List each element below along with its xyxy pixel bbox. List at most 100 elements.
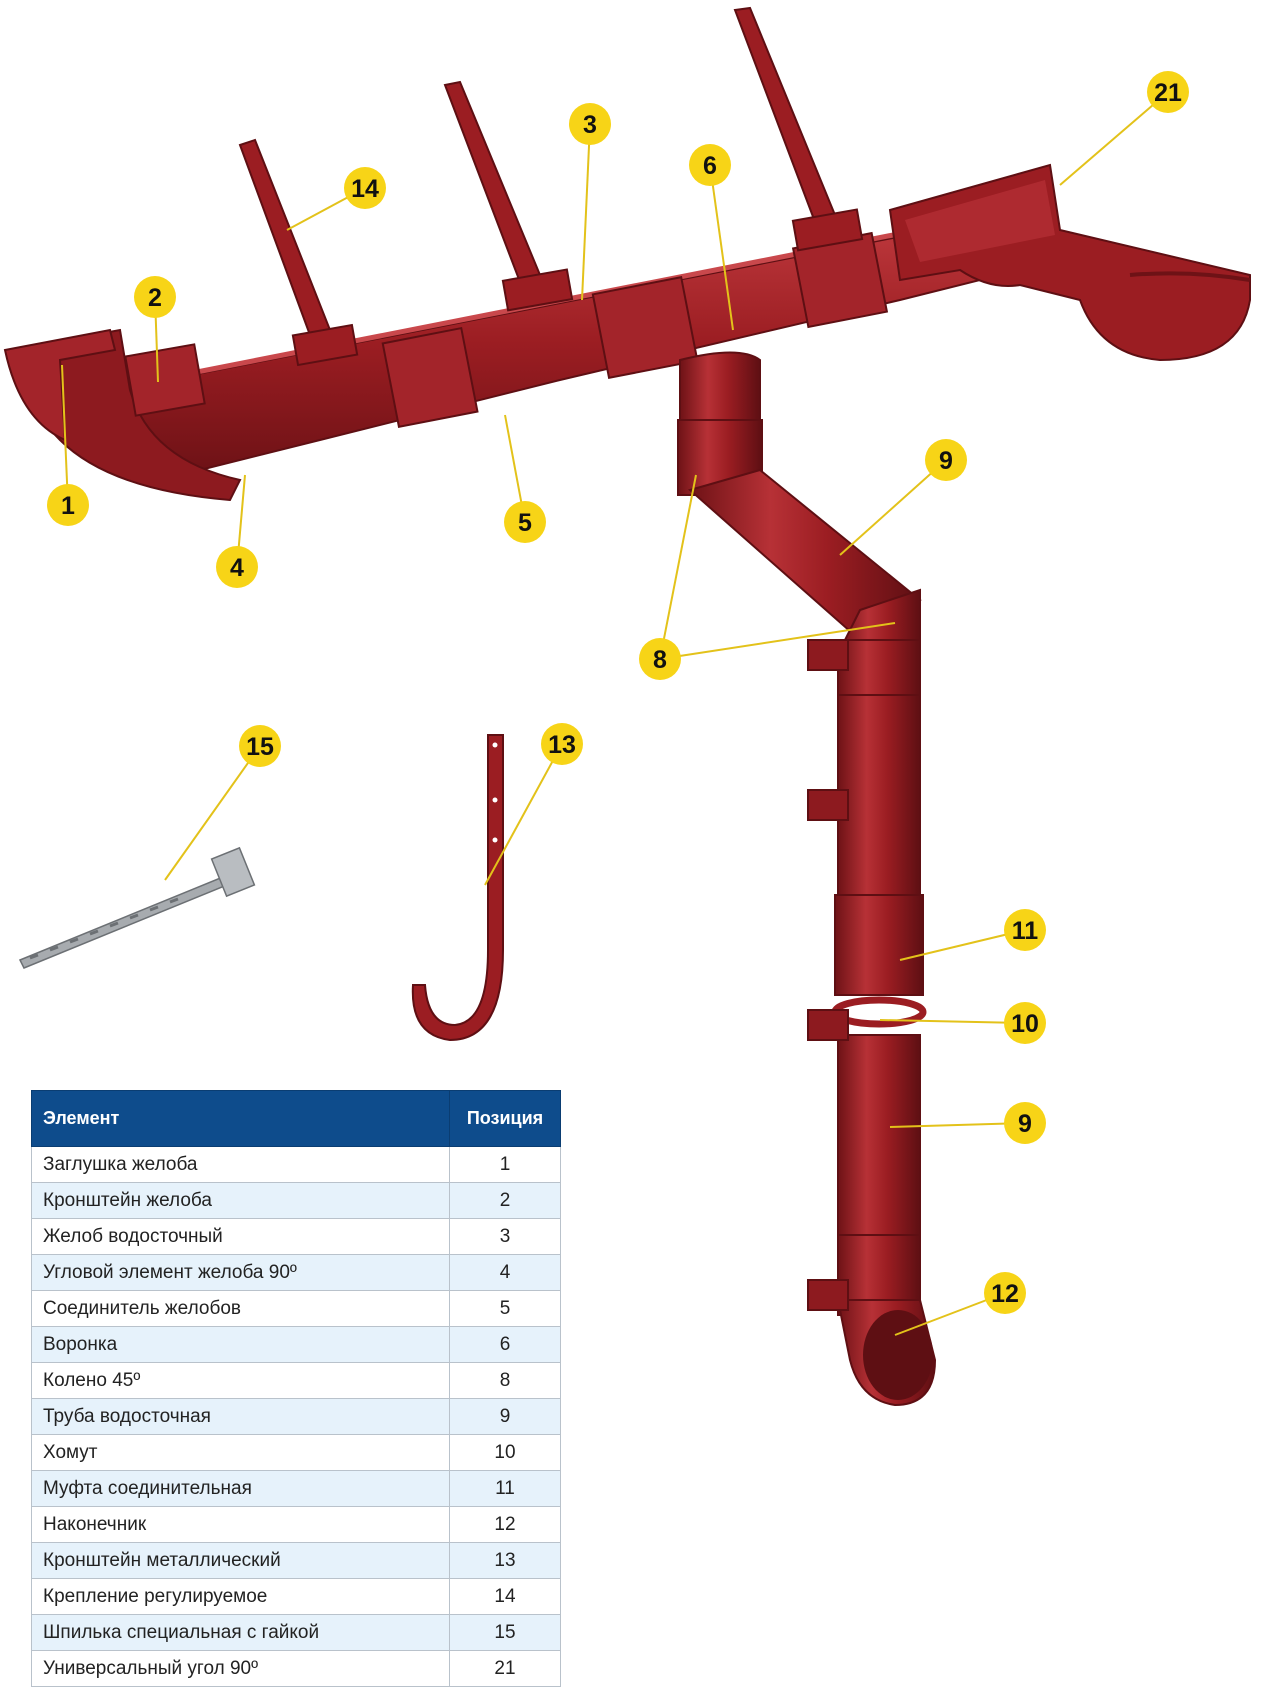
svg-text:15: 15 bbox=[246, 733, 274, 761]
callout-10: 10 bbox=[1004, 1002, 1046, 1044]
gutter-connector bbox=[591, 276, 699, 379]
gutter-end-rim bbox=[1129, 271, 1251, 282]
svg-text:14: 14 bbox=[351, 175, 379, 203]
universal-corner-inner bbox=[905, 180, 1055, 262]
coupling bbox=[834, 894, 924, 996]
adjustable-bracket bbox=[733, 6, 837, 224]
callout-2: 2 bbox=[134, 276, 176, 318]
gutter-end-cap bbox=[3, 328, 117, 442]
svg-text:10: 10 bbox=[1011, 1010, 1039, 1038]
cell-position: 5 bbox=[449, 1290, 561, 1327]
cell-element: Муфта соединительная bbox=[31, 1470, 450, 1507]
cell-position: 15 bbox=[449, 1614, 561, 1651]
adjustable-bracket bbox=[443, 80, 542, 284]
callout-15: 15 bbox=[239, 725, 281, 767]
svg-text:9: 9 bbox=[939, 447, 953, 475]
cell-position: 3 bbox=[449, 1218, 561, 1255]
metal-bracket-hole bbox=[492, 837, 498, 843]
gutter-connector bbox=[381, 326, 479, 429]
outlet-opening bbox=[863, 1310, 933, 1400]
stud-nut bbox=[210, 846, 256, 898]
metal-bracket bbox=[411, 734, 504, 1042]
adjustable-bracket bbox=[238, 138, 332, 337]
cell-position: 4 bbox=[449, 1254, 561, 1291]
table-header-row: Элемент Позиция bbox=[31, 1090, 561, 1147]
cell-position: 21 bbox=[449, 1650, 561, 1687]
cell-position: 9 bbox=[449, 1398, 561, 1435]
universal-corner-90 bbox=[888, 163, 1251, 362]
callout-12: 12 bbox=[984, 1272, 1026, 1314]
gutter-bracket bbox=[124, 343, 206, 417]
cell-position: 14 bbox=[449, 1578, 561, 1615]
cell-position: 11 bbox=[449, 1470, 561, 1507]
callout-11: 11 bbox=[1004, 909, 1046, 951]
adjustable-brackets bbox=[238, 6, 864, 367]
adjustable-bracket-base bbox=[791, 208, 864, 252]
pipe-segment bbox=[837, 639, 921, 696]
gutter-assembly bbox=[3, 163, 1251, 502]
callout-4: 4 bbox=[216, 546, 258, 588]
cell-element: Хомут bbox=[31, 1434, 450, 1471]
callout-9-upper: 9 bbox=[925, 439, 967, 481]
cell-position: 6 bbox=[449, 1326, 561, 1363]
callout-14: 14 bbox=[344, 167, 386, 209]
svg-text:6: 6 bbox=[703, 152, 717, 180]
cell-element: Наконечник bbox=[31, 1506, 450, 1543]
callouts: 1 2 3 4 5 6 8 9 11 10 9 12 13 14 15 21 bbox=[47, 71, 1189, 1314]
cell-element: Угловой элемент желоба 90º bbox=[31, 1254, 450, 1291]
svg-text:13: 13 bbox=[548, 731, 576, 759]
svg-text:9: 9 bbox=[1018, 1110, 1032, 1138]
svg-text:2: 2 bbox=[148, 284, 162, 312]
clamp bbox=[807, 1009, 849, 1041]
metal-bracket-hole bbox=[492, 742, 498, 748]
cell-element: Соединитель желобов bbox=[31, 1290, 450, 1327]
callout-8: 8 bbox=[639, 638, 681, 680]
cell-element: Крепление регулируемое bbox=[31, 1578, 450, 1615]
svg-text:5: 5 bbox=[518, 509, 532, 537]
metal-bracket-arm bbox=[411, 734, 504, 1042]
cell-element: Универсальный угол 90º bbox=[31, 1650, 450, 1687]
cell-element: Воронка bbox=[31, 1326, 450, 1363]
clamp bbox=[807, 1279, 849, 1311]
svg-text:1: 1 bbox=[61, 492, 75, 520]
funnel bbox=[679, 351, 761, 426]
cell-position: 8 bbox=[449, 1362, 561, 1399]
cell-position: 12 bbox=[449, 1506, 561, 1543]
cell-element: Труба водосточная bbox=[31, 1398, 450, 1435]
cell-position: 10 bbox=[449, 1434, 561, 1471]
callout-9-lower: 9 bbox=[1004, 1102, 1046, 1144]
stud-thread bbox=[29, 897, 179, 960]
svg-text:21: 21 bbox=[1154, 79, 1182, 107]
cell-element: Колено 45º bbox=[31, 1362, 450, 1399]
svg-text:4: 4 bbox=[230, 554, 244, 582]
leader-lines bbox=[61, 91, 1169, 1336]
svg-text:3: 3 bbox=[583, 111, 597, 139]
svg-text:12: 12 bbox=[991, 1280, 1019, 1308]
cell-element: Желоб водосточный bbox=[31, 1218, 450, 1255]
adjustable-bracket-base bbox=[291, 323, 359, 367]
adjustable-bracket-base bbox=[501, 268, 574, 312]
callout-3: 3 bbox=[569, 103, 611, 145]
cell-element: Кронштейн желоба bbox=[31, 1182, 450, 1219]
cell-position: 13 bbox=[449, 1542, 561, 1579]
callout-21: 21 bbox=[1147, 71, 1189, 113]
clamp bbox=[807, 789, 849, 821]
header-position: Позиция bbox=[449, 1090, 561, 1147]
callout-5: 5 bbox=[504, 501, 546, 543]
pipe-segment bbox=[837, 1034, 921, 1236]
